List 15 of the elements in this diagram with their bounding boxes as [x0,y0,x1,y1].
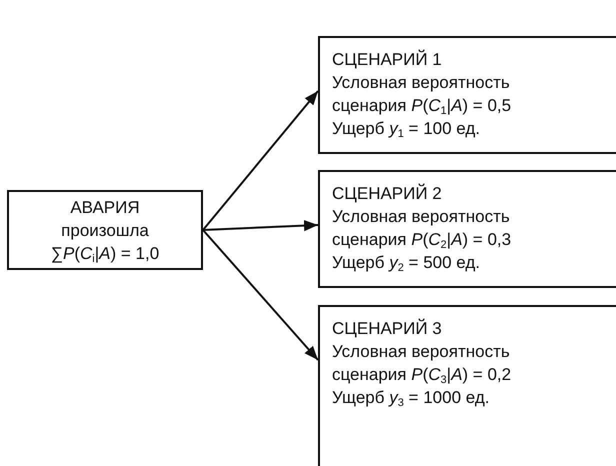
heading-text: СЦЕНАРИЙ 3 [332,318,443,340]
text-box [318,36,616,154]
text-box [318,305,616,466]
body-text: ∑P(C$_{i}$|A) = 1,0 [50,242,160,264]
heading-text: СЦЕНАРИЙ 2 [332,182,443,205]
arrow [202,220,318,232]
arrow [202,229,319,361]
arrow [202,90,319,231]
text-box [318,170,616,288]
body-text: АВАРИЯ произошла [60,196,150,242]
body-text: Ущерб y$_{3}$ = 1000 ед. [332,387,490,409]
text-box [7,190,203,270]
heading-text: СЦЕНАРИЙ 1 [332,48,443,71]
body-text: Ущерб y$_{1}$ = 100 ед. [332,118,482,140]
body-text: Ущерб y$_{2}$ = 500 ед. [332,252,482,274]
